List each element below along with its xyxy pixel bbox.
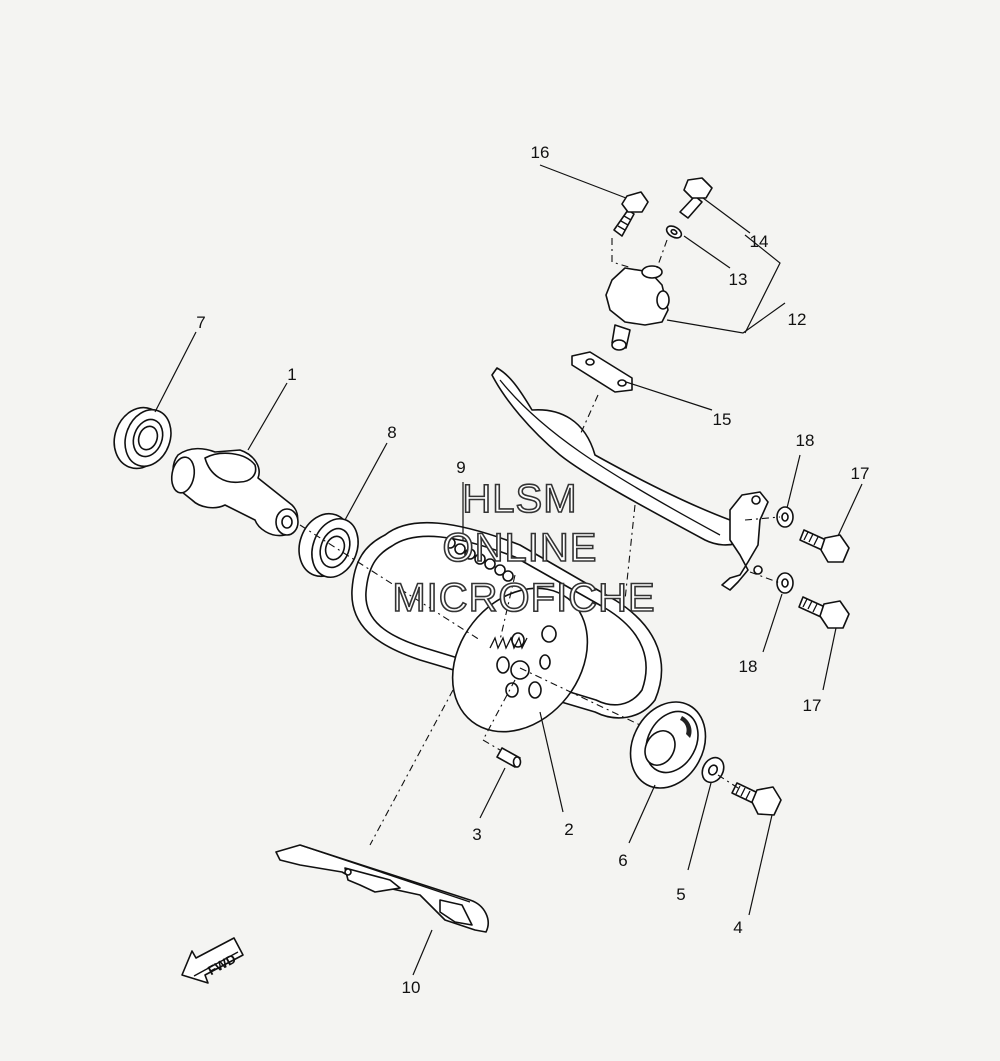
watermark-line-1: HLSM xyxy=(462,477,577,521)
callout-12[interactable]: 12 xyxy=(788,310,807,329)
forward-direction-arrow: FWD xyxy=(181,937,244,984)
sprocket-cover-plate[interactable] xyxy=(616,689,720,801)
alignment-lines xyxy=(299,238,781,846)
cam-sprocket[interactable] xyxy=(425,562,616,759)
callout-5[interactable]: 5 xyxy=(676,885,685,904)
callout-18-lower[interactable]: 18 xyxy=(739,657,758,676)
leader-lines xyxy=(154,164,863,976)
watermark-line-3: MICROFICHE xyxy=(392,576,655,620)
camshaft[interactable] xyxy=(169,447,299,537)
guide-bolt-upper[interactable] xyxy=(799,529,850,563)
dowel-pin[interactable] xyxy=(496,747,522,768)
tensioner-mount-bolt[interactable] xyxy=(613,191,649,237)
callout-labels: 16 14 13 12 15 7 1 8 9 18 17 18 17 2 3 6… xyxy=(196,143,869,997)
callout-16[interactable]: 16 xyxy=(531,143,550,162)
callout-18-upper[interactable]: 18 xyxy=(796,431,815,450)
callout-17-upper[interactable]: 17 xyxy=(851,464,870,483)
watermark: HLSM ONLINE MICROFICHE xyxy=(392,476,656,621)
watermark-line-2: ONLINE xyxy=(443,526,598,570)
tensioner-spring[interactable] xyxy=(444,537,528,650)
tensioner-gasket[interactable] xyxy=(571,351,633,393)
washer-upper[interactable] xyxy=(776,506,794,528)
callout-1[interactable]: 1 xyxy=(287,365,296,384)
callout-10[interactable]: 10 xyxy=(402,978,421,997)
chain-guide[interactable] xyxy=(275,844,489,933)
tensioner-bracket[interactable] xyxy=(721,491,769,591)
washer-lower[interactable] xyxy=(776,572,794,594)
washer[interactable] xyxy=(698,754,728,786)
callout-4[interactable]: 4 xyxy=(733,918,742,937)
callout-8[interactable]: 8 xyxy=(387,423,396,442)
callout-2[interactable]: 2 xyxy=(564,820,573,839)
callout-7[interactable]: 7 xyxy=(196,313,205,332)
callout-15[interactable]: 15 xyxy=(713,410,732,429)
camshaft-bearing-left[interactable] xyxy=(106,400,179,475)
callout-9[interactable]: 9 xyxy=(456,458,465,477)
camshaft-bearing-right[interactable] xyxy=(291,506,366,583)
chain-tensioner-assembly[interactable] xyxy=(605,265,670,351)
callout-6[interactable]: 6 xyxy=(618,851,627,870)
callout-14[interactable]: 14 xyxy=(750,232,769,251)
sprocket-bolt[interactable] xyxy=(731,782,782,816)
callout-17-lower[interactable]: 17 xyxy=(803,696,822,715)
callout-3[interactable]: 3 xyxy=(472,825,481,844)
guide-bolt-lower[interactable] xyxy=(798,596,850,629)
tensioner-cap-bolt[interactable] xyxy=(679,177,713,219)
tensioner-cap-washer[interactable] xyxy=(665,224,684,241)
callout-13[interactable]: 13 xyxy=(729,270,748,289)
